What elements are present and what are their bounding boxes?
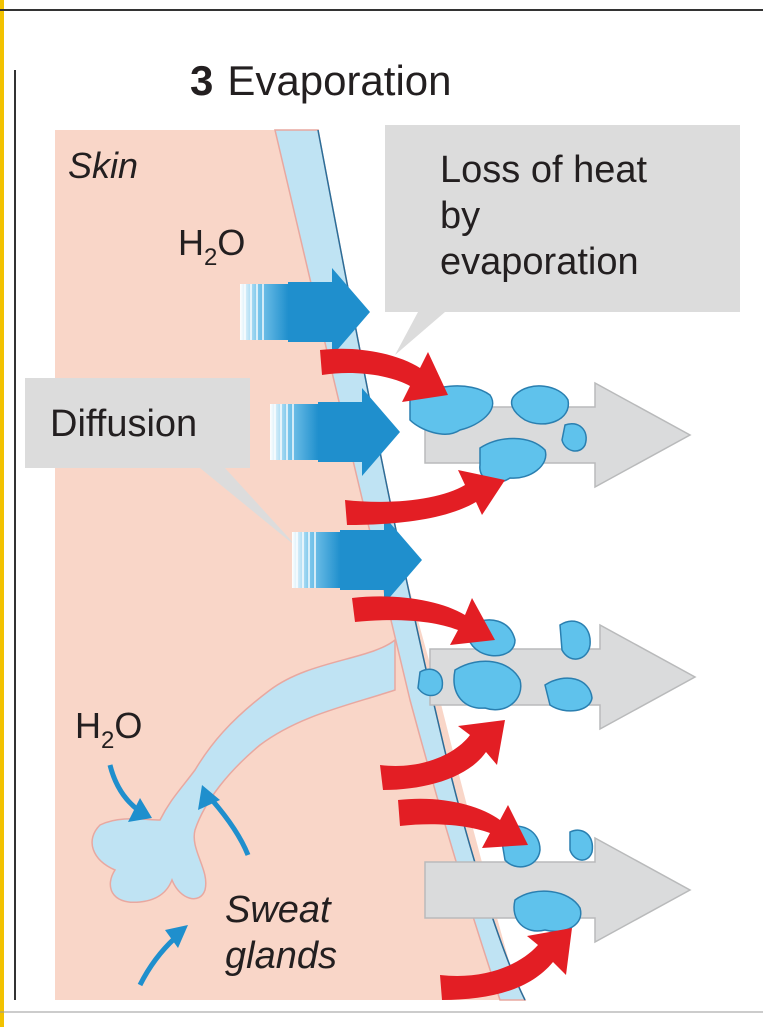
sweat-inflow-arrow-icon <box>128 798 152 822</box>
droplet <box>561 423 587 452</box>
droplet <box>513 890 582 932</box>
heat-arrow-icon <box>352 596 495 645</box>
sweat-inflow-arrow-icon <box>210 798 251 856</box>
droplet-group <box>409 385 594 932</box>
droplet <box>409 385 494 435</box>
heat-arrow-icon <box>398 798 528 848</box>
sweat-inflow-arrow-icon <box>137 936 177 987</box>
droplet <box>453 660 522 711</box>
skin-label: Skin <box>68 145 138 186</box>
sweat-inflow-heads <box>128 785 220 948</box>
sweat-inflow-group <box>107 764 251 987</box>
heat-loss-line-2: by <box>440 195 480 237</box>
skin-surface-line <box>317 129 526 1001</box>
sweat-glands-line-2: glands <box>225 935 337 977</box>
heat-loss-line-1: Loss of heat <box>440 149 647 191</box>
sweat-inflow-arrow-icon <box>107 764 140 812</box>
diffusion-callout-box <box>25 378 298 548</box>
sweat-inflow-arrow-icon <box>165 925 188 948</box>
sweat-gland-duct <box>91 638 396 903</box>
diffusion-label: Diffusion <box>50 403 197 445</box>
heat-arrow-icon <box>440 928 572 1000</box>
droplet <box>510 385 569 425</box>
heat-arrow-group <box>320 348 572 1000</box>
heat-arrow-icon <box>320 348 448 402</box>
droplet <box>569 829 594 861</box>
water-label-bottom: H2O <box>75 705 142 754</box>
sweat-glands-line-1: Sweat <box>225 889 332 931</box>
droplet <box>559 620 591 660</box>
heat-arrow-icon <box>380 720 505 790</box>
left-gold-border <box>0 0 4 1027</box>
heat-loss-line-3: evaporation <box>440 241 639 283</box>
heat-loss-callout: Loss of heat by evaporation <box>385 125 740 355</box>
heat-arrow-icon <box>345 470 505 525</box>
sweat-inflow-arrow-icon <box>198 785 220 810</box>
droplet <box>544 677 593 712</box>
diffusion-callout: Diffusion <box>25 378 298 548</box>
droplet <box>417 668 444 697</box>
heat-loss-callout-box <box>385 125 740 355</box>
water-label-top: H2O <box>178 222 245 271</box>
